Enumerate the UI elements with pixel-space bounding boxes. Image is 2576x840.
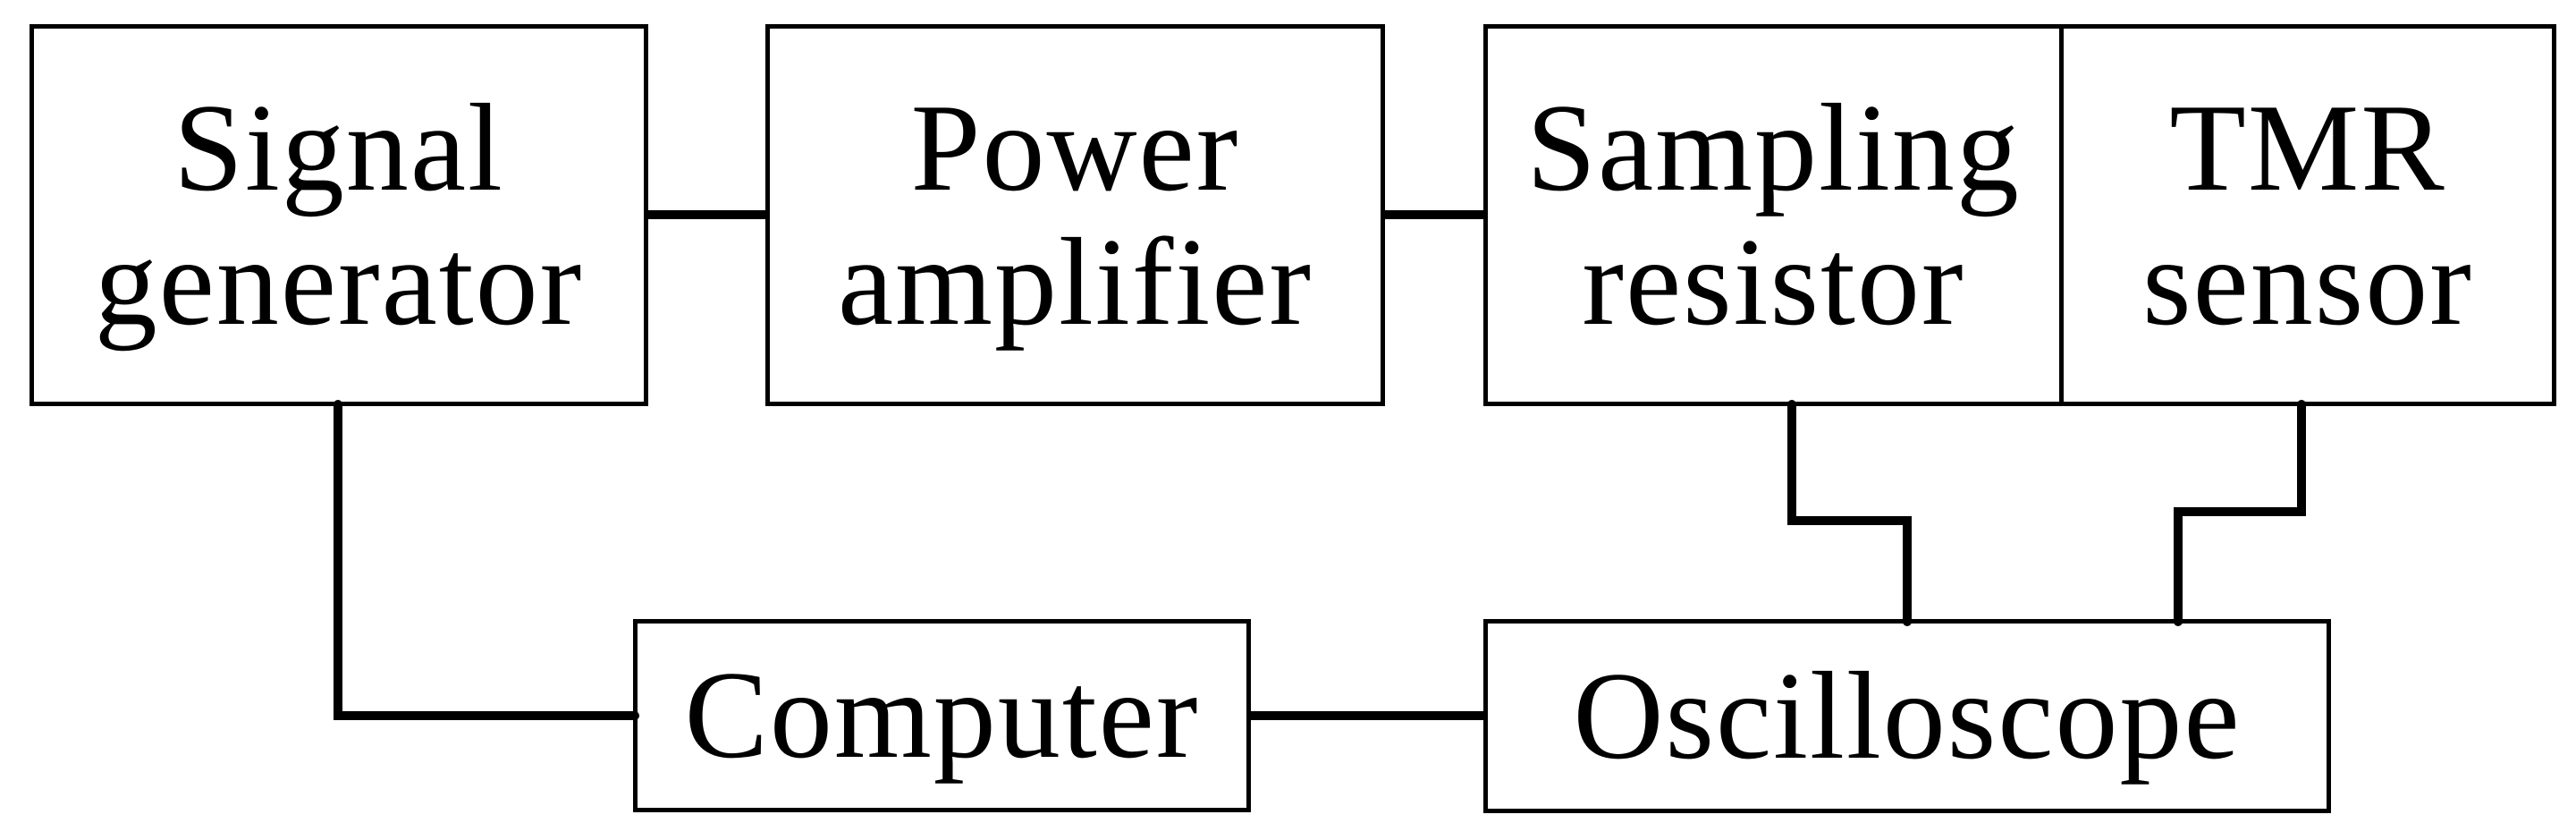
block-oscilloscope: Oscilloscope xyxy=(1483,619,2331,813)
block-label-line: Power xyxy=(910,78,1240,217)
block-label-line: Oscilloscope xyxy=(1573,646,2242,785)
block-tmr-sensor: TMR sensor xyxy=(2059,29,2552,402)
block-label-line: generator xyxy=(94,212,584,352)
block-label-line: resistor xyxy=(1582,212,1965,352)
block-label-line: Signal xyxy=(173,78,504,217)
block-label-line: Computer xyxy=(684,646,1200,785)
block-signal-generator: Signal generator xyxy=(30,24,648,406)
block-power-amplifier: Power amplifier xyxy=(765,24,1385,406)
block-label-line: TMR xyxy=(2169,78,2446,217)
wire-signal-generator-to-computer xyxy=(334,400,639,720)
wire-sampling-resistor-to-oscilloscope xyxy=(1787,400,1912,626)
block-sampling-tmr-group: Sampling resistor TMR sensor xyxy=(1483,24,2556,406)
block-label-line: sensor xyxy=(2142,212,2473,352)
block-label-line: amplifier xyxy=(837,212,1313,352)
block-computer: Computer xyxy=(633,619,1251,812)
wire-tmr-sensor-to-oscilloscope xyxy=(2174,400,2306,626)
block-sampling-resistor: Sampling resistor xyxy=(1488,29,2059,402)
block-label-line: Sampling xyxy=(1526,78,2021,217)
